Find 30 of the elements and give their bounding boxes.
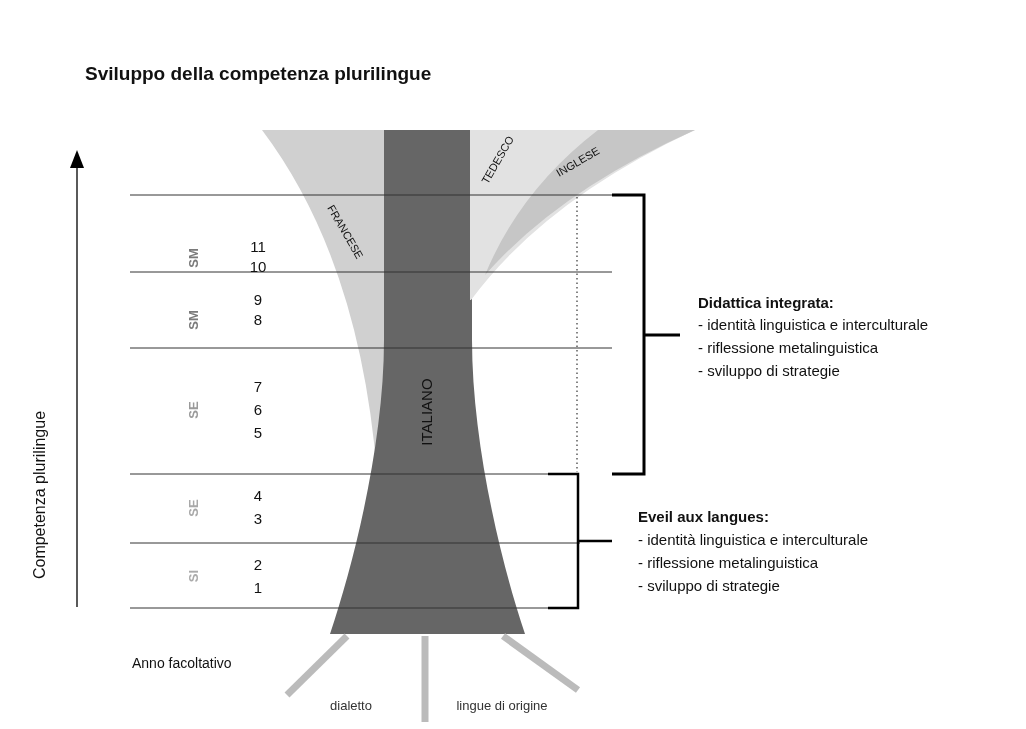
list-item: - riflessione metalinguistica	[638, 554, 819, 570]
year-number: 11	[250, 238, 266, 254]
school-level: SI	[186, 569, 200, 583]
axis-label: Competenza plurilingue	[32, 410, 48, 580]
year-number: 8	[253, 311, 263, 327]
branch-label: lingue di origine	[456, 698, 548, 712]
title: Sviluppo della competenza plurilingue	[85, 64, 432, 83]
year-number: 7	[253, 378, 263, 394]
note-heading: Eveil aux langues:	[638, 508, 769, 524]
list-item: - identità linguistica e interculturale	[698, 316, 929, 332]
list-item: - identità linguistica e interculturale	[638, 531, 869, 547]
school-level: SM	[186, 248, 200, 268]
year-number: 10	[249, 258, 267, 274]
year-number: 5	[253, 424, 263, 440]
year-number: 9	[253, 291, 263, 307]
year-number: 3	[253, 510, 263, 526]
caption-text: Anno facoltativo	[132, 656, 232, 670]
note-heading: Didattica integrata:	[698, 294, 834, 310]
language-label: ITALIANO	[418, 378, 434, 446]
list-item: - sviluppo di strategie	[638, 577, 780, 593]
school-level: SM	[186, 310, 200, 330]
school-level: SE	[186, 401, 200, 419]
list-item: - riflessione metalinguistica	[698, 339, 879, 355]
year-number: 1	[253, 579, 263, 595]
branch-label: dialetto	[330, 698, 372, 712]
list-item: - sviluppo di strategie	[698, 362, 840, 378]
school-level: SE	[186, 499, 200, 517]
year-number: 2	[253, 556, 263, 572]
year-number: 6	[253, 401, 263, 417]
year-number: 4	[253, 487, 263, 503]
